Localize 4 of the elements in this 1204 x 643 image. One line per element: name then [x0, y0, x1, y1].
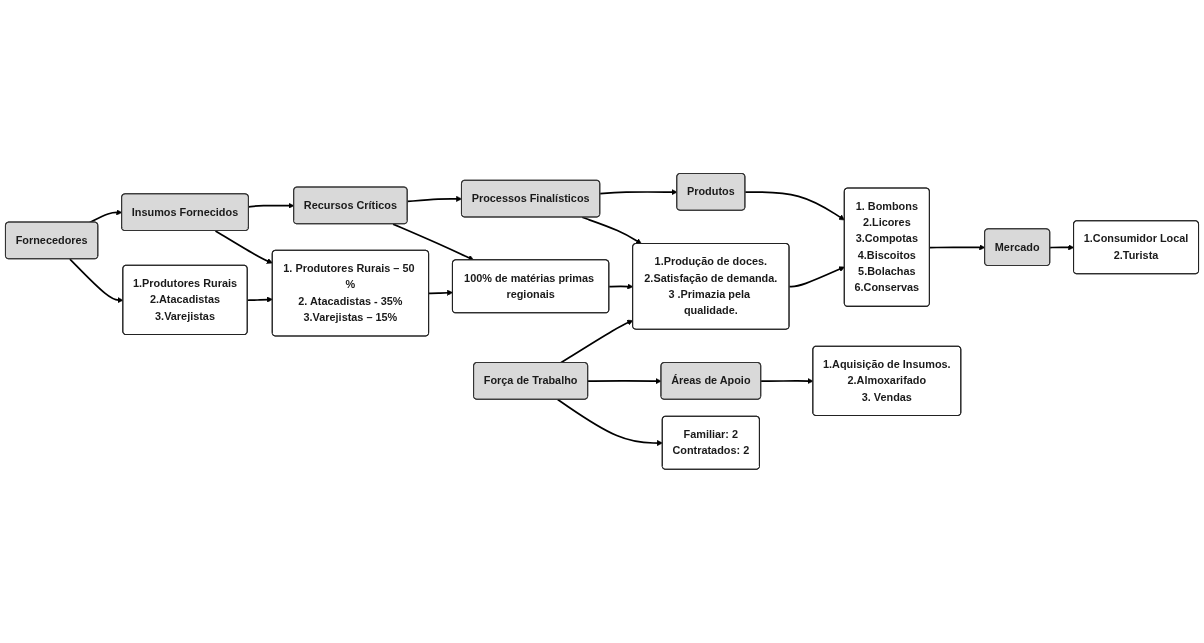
arrow: [744, 191, 845, 221]
arrow: [556, 398, 663, 447]
arrow: [392, 223, 475, 261]
arrow: [214, 230, 273, 264]
